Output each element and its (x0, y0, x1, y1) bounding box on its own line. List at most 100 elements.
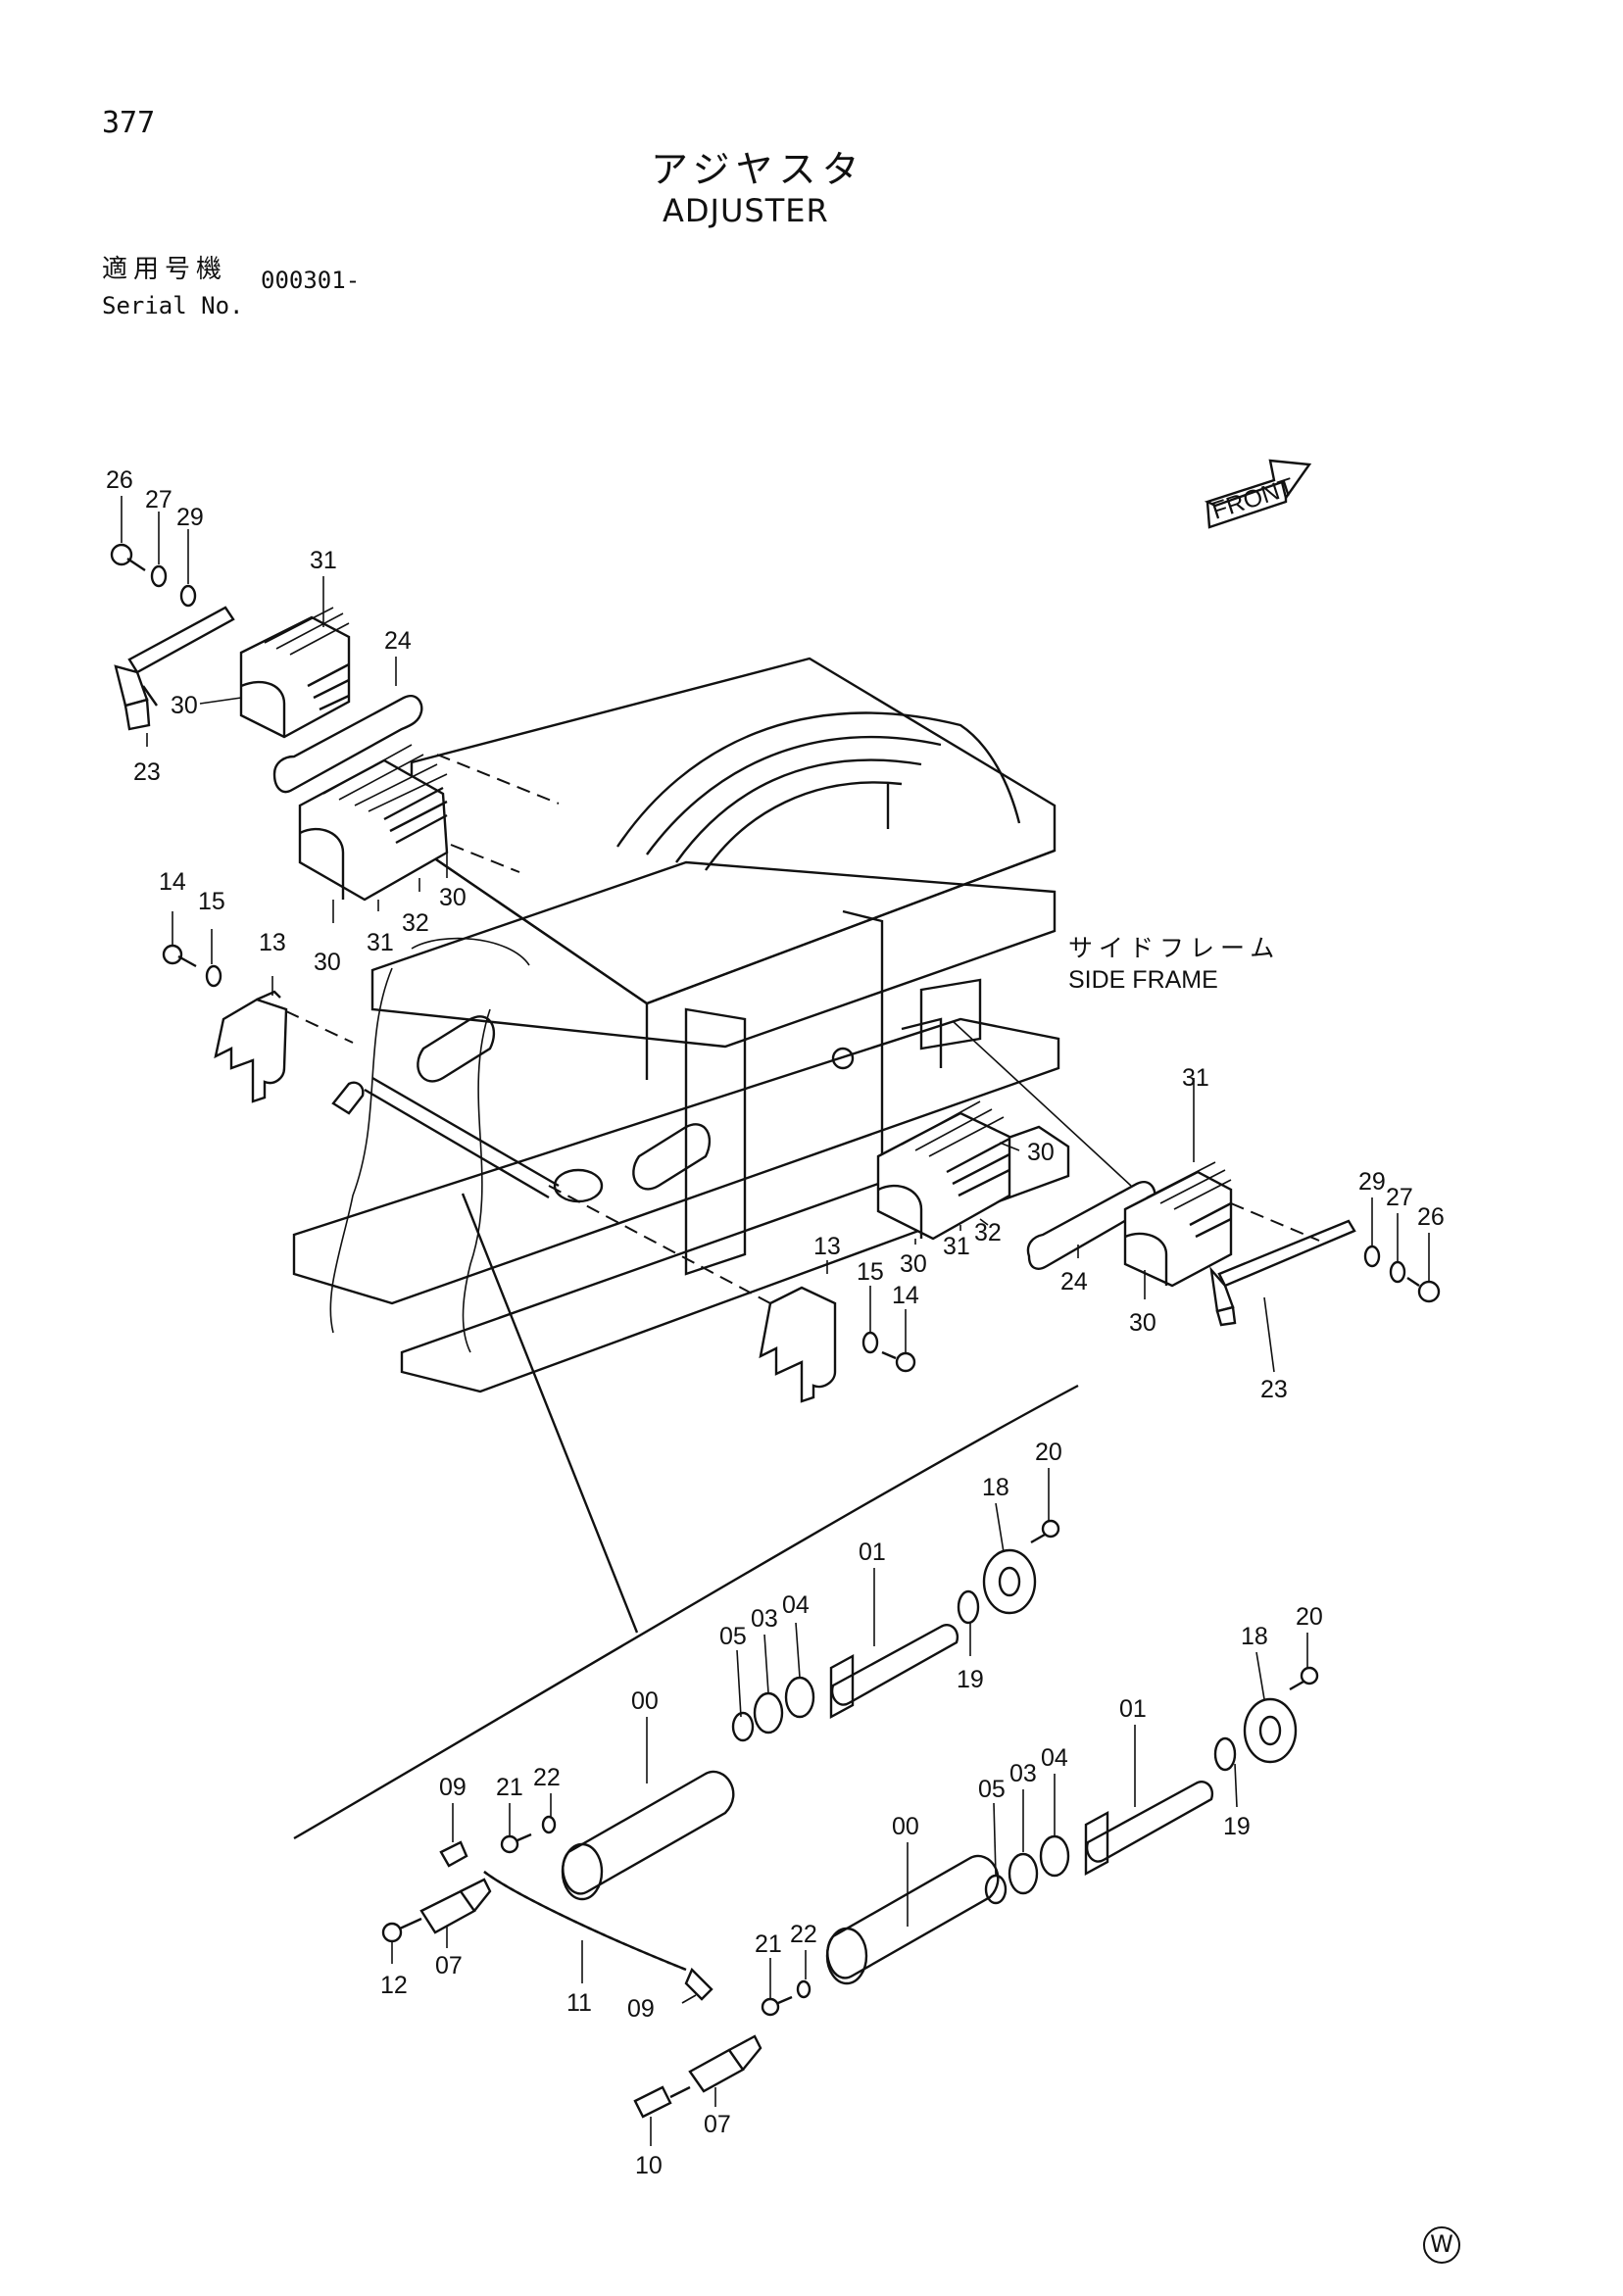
bracket-assembly-lower (548, 1185, 916, 1403)
serial-number-range: 000301- (261, 267, 361, 294)
callout-19: 19 (1223, 1813, 1251, 1840)
callout-27: 27 (145, 486, 172, 513)
callout-24: 24 (384, 627, 412, 655)
callout-32: 32 (974, 1219, 1002, 1246)
callout-07: 07 (704, 2111, 731, 2138)
valve-07-lower (688, 2048, 745, 2093)
callout-31: 31 (943, 1233, 970, 1260)
washer-22-upper (541, 1815, 557, 1834)
callout-18: 18 (982, 1474, 1009, 1501)
elbow-09-lower (684, 1967, 713, 2001)
callout-13: 13 (813, 1233, 841, 1260)
callout-30: 30 (1129, 1309, 1156, 1337)
bolt-21-upper (500, 1834, 519, 1854)
plate-23-right (1217, 1219, 1356, 1288)
ring-04-upper (784, 1676, 815, 1719)
serial-label-english: Serial No. (102, 292, 244, 319)
serial-label-japanese: 適用号機 (102, 255, 228, 284)
side-frame-label-en: SIDE FRAME (1068, 966, 1218, 994)
front-arrow-icon: FRONT (1204, 459, 1312, 529)
callout-14: 14 (159, 868, 186, 896)
washer-29-right (1363, 1245, 1381, 1268)
pin-24-upper (272, 695, 423, 794)
bolt-26-right (1417, 1280, 1441, 1303)
callout-21: 21 (755, 1930, 782, 1958)
washer-27-upper (150, 564, 168, 588)
leader-lines (121, 496, 1430, 2146)
bolt-20-upper (1041, 1519, 1060, 1539)
side-frame-label-jp: サイドフレーム (1068, 935, 1280, 962)
callout-05: 05 (719, 1623, 747, 1650)
ring-05-upper (731, 1711, 755, 1742)
bracket-13-left (214, 998, 288, 1103)
callout-09: 09 (439, 1774, 467, 1801)
callout-21: 21 (496, 1774, 523, 1801)
callout-20: 20 (1035, 1439, 1062, 1466)
callout-29: 29 (1358, 1168, 1386, 1196)
callout-24: 24 (1060, 1268, 1088, 1295)
washer-22-lower (796, 1979, 812, 1999)
washer-27-right (1389, 1260, 1406, 1284)
shim-30-right (876, 1111, 1011, 1241)
callout-14: 14 (892, 1282, 919, 1309)
callout-22: 22 (790, 1921, 817, 1948)
callout-11: 11 (566, 1989, 592, 2017)
callout-22: 22 (533, 1764, 561, 1791)
side-frame-body (292, 657, 1070, 1393)
callout-04: 04 (1041, 1744, 1068, 1772)
page-title-english: ADJUSTER (663, 192, 829, 229)
shim-31-upper (239, 615, 351, 739)
callout-01: 01 (859, 1539, 886, 1566)
callout-15: 15 (857, 1258, 884, 1286)
shim-assembly-upper-left (110, 543, 560, 902)
bolt-20-lower (1300, 1666, 1319, 1685)
rod-01-lower (1085, 1781, 1214, 1863)
bolt-26-upper (110, 543, 133, 566)
callout-27: 27 (1386, 1184, 1413, 1211)
fitting-10 (633, 2085, 672, 2119)
callout-09: 09 (627, 1995, 655, 2023)
elbow-09-upper (439, 1840, 468, 1868)
callout-31: 31 (1182, 1064, 1209, 1092)
callout-01: 01 (1119, 1695, 1147, 1723)
page-number: 377 (102, 106, 156, 140)
callout-32: 32 (402, 909, 429, 937)
washer-15-left (205, 964, 222, 988)
callout-19: 19 (957, 1666, 984, 1693)
page-title-japanese: アジヤスタ (651, 148, 865, 191)
callout-13: 13 (259, 929, 286, 956)
callout-labels: 26 27 29 31 24 30 23 30 31 32 30 14 15 1… (106, 466, 1445, 2179)
callout-26: 26 (106, 466, 133, 494)
plug-12 (381, 1922, 403, 1943)
callout-30: 30 (439, 884, 467, 911)
callout-26: 26 (1417, 1203, 1445, 1231)
washer-15-lower (861, 1331, 879, 1354)
callout-00: 00 (631, 1687, 659, 1715)
rod-01-upper (830, 1624, 959, 1706)
oring-19-upper (957, 1589, 980, 1625)
hose-and-fittings (381, 1840, 762, 2119)
flange-18-upper (982, 1548, 1037, 1615)
callout-12: 12 (380, 1972, 408, 1999)
washer-29-upper (179, 584, 197, 608)
front-label: FRONT (1208, 472, 1298, 524)
oring-19-lower (1213, 1736, 1237, 1772)
callout-07: 07 (435, 1952, 463, 1979)
callout-04: 04 (782, 1591, 810, 1619)
callout-23: 23 (1260, 1376, 1288, 1403)
callout-15: 15 (198, 888, 225, 915)
callout-31: 31 (367, 929, 394, 956)
bracket-assembly-left (162, 944, 365, 1115)
ring-03-lower (1008, 1852, 1039, 1895)
callout-10: 10 (635, 2152, 663, 2179)
callout-03: 03 (751, 1605, 778, 1633)
bolt-21-lower (761, 1997, 780, 2017)
bolt-14-lower (895, 1351, 916, 1373)
grease-fitting-left (331, 1081, 365, 1115)
callout-23: 23 (133, 758, 161, 786)
callout-18: 18 (1241, 1623, 1268, 1650)
bracket-13-lower (759, 1286, 837, 1403)
adjuster-cylinder-upper (500, 1519, 1060, 1901)
